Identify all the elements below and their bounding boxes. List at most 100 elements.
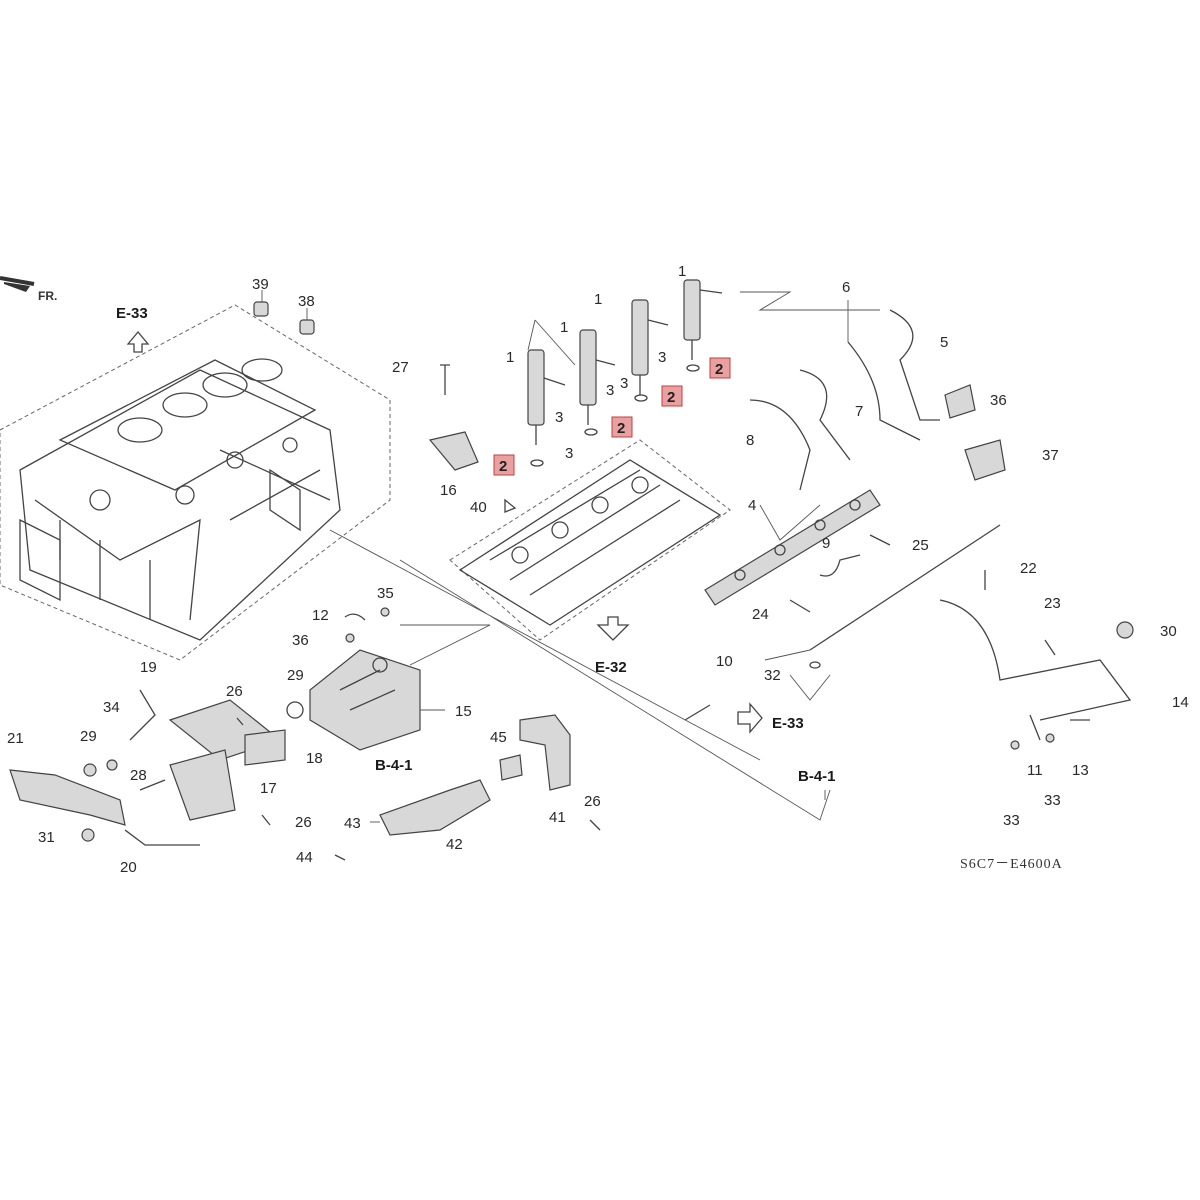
up-arrow-icon [126, 330, 150, 353]
bracket-16 [428, 431, 479, 471]
label-7: 7 [855, 403, 863, 420]
hose-12 [344, 613, 366, 621]
label-33b: 33 [1044, 792, 1061, 809]
label-3c: 3 [606, 382, 614, 399]
nut-31 [81, 828, 95, 842]
washer-32 [809, 661, 821, 669]
label-21: 21 [7, 730, 24, 747]
clip-35 [380, 607, 390, 617]
label-42: 42 [446, 836, 463, 853]
bolt-44 [334, 854, 346, 861]
label-44: 44 [296, 849, 313, 866]
label-40: 40 [470, 499, 487, 516]
label-36a: 36 [990, 392, 1007, 409]
highlight-label-c: 2 [667, 389, 675, 406]
label-45: 45 [490, 729, 507, 746]
label-31: 31 [38, 829, 55, 846]
plug-38 [299, 319, 315, 335]
label-38: 38 [298, 293, 315, 310]
label-26a: 26 [226, 683, 243, 700]
common-rail [704, 489, 881, 606]
engine-block [0, 304, 391, 661]
label-20: 20 [120, 859, 137, 876]
fitting-11 [1029, 714, 1041, 741]
sleeve-45 [499, 754, 523, 781]
label-10: 10 [716, 653, 733, 670]
front-arrow-icon [0, 276, 35, 292]
label-39: 39 [252, 276, 269, 293]
nut-29b [83, 763, 97, 777]
cylinder-head [449, 439, 731, 641]
label-28: 28 [130, 767, 147, 784]
label-26c: 26 [584, 793, 601, 810]
highlight-box-c [661, 385, 683, 407]
fuel-pump [286, 649, 421, 751]
label-23: 23 [1044, 595, 1061, 612]
label-36b: 36 [292, 632, 309, 649]
label-14: 14 [1172, 694, 1189, 711]
label-9: 9 [822, 535, 830, 552]
label-17: 17 [260, 780, 277, 797]
label-41: 41 [549, 809, 566, 826]
label-3a: 3 [565, 445, 573, 462]
label-15: 15 [455, 703, 472, 720]
clip-36b [345, 633, 355, 643]
label-30: 30 [1160, 623, 1177, 640]
label-1a: 1 [506, 349, 514, 366]
label-1d: 1 [678, 263, 686, 280]
label-3b: 3 [555, 409, 563, 426]
bracket-42 [379, 779, 491, 836]
ref-b41-right: B-4-1 [798, 768, 836, 785]
label-33a: 33 [1003, 812, 1020, 829]
plug-39 [253, 301, 269, 317]
label-29a: 29 [287, 667, 304, 684]
clip-36 [944, 384, 976, 419]
washers [530, 364, 700, 467]
cap-30 [1116, 621, 1134, 639]
label-8: 8 [746, 432, 754, 449]
label-3d: 3 [620, 375, 628, 392]
bolt-27 [440, 364, 450, 395]
label-3e: 3 [658, 349, 666, 366]
injectors [527, 279, 723, 445]
label-16: 16 [440, 482, 457, 499]
bolt-23 [1044, 639, 1056, 656]
washer-33b [1045, 733, 1055, 743]
label-25: 25 [912, 537, 929, 554]
label-35: 35 [377, 585, 394, 602]
highlight-label-d: 2 [715, 361, 723, 378]
bolt-26a [236, 717, 244, 726]
label-4: 4 [748, 497, 756, 514]
label-37: 37 [1042, 447, 1059, 464]
label-1c: 1 [594, 291, 602, 308]
right-arrow-icon [737, 702, 763, 734]
label-13: 13 [1072, 762, 1089, 779]
pipe-9 [819, 554, 861, 577]
washer-34 [106, 759, 118, 771]
bolt-24 [789, 599, 811, 613]
highlight-box-d [709, 357, 731, 379]
label-6: 6 [842, 279, 850, 296]
bracket-41 [519, 714, 571, 791]
label-32: 32 [764, 667, 781, 684]
label-1b: 1 [560, 319, 568, 336]
bolt-26c [589, 819, 601, 831]
label-22: 22 [1020, 560, 1037, 577]
down-arrow-icon [596, 616, 630, 641]
label-43: 43 [344, 815, 361, 832]
highlight-box-a [493, 454, 515, 476]
ref-e32: E-32 [595, 659, 627, 676]
highlight-box-b [611, 416, 633, 438]
sensor-37 [964, 439, 1006, 481]
highlight-label-b: 2 [617, 420, 625, 437]
bolt-26b [261, 814, 271, 826]
label-26b: 26 [295, 814, 312, 831]
bolt-25 [869, 534, 891, 546]
return-pipe [809, 524, 1132, 721]
fuel-pipes [749, 309, 940, 491]
ref-e33-top: E-33 [116, 305, 148, 322]
diagram-code: S6C7－E4600A [960, 857, 1063, 872]
label-24: 24 [752, 606, 769, 623]
